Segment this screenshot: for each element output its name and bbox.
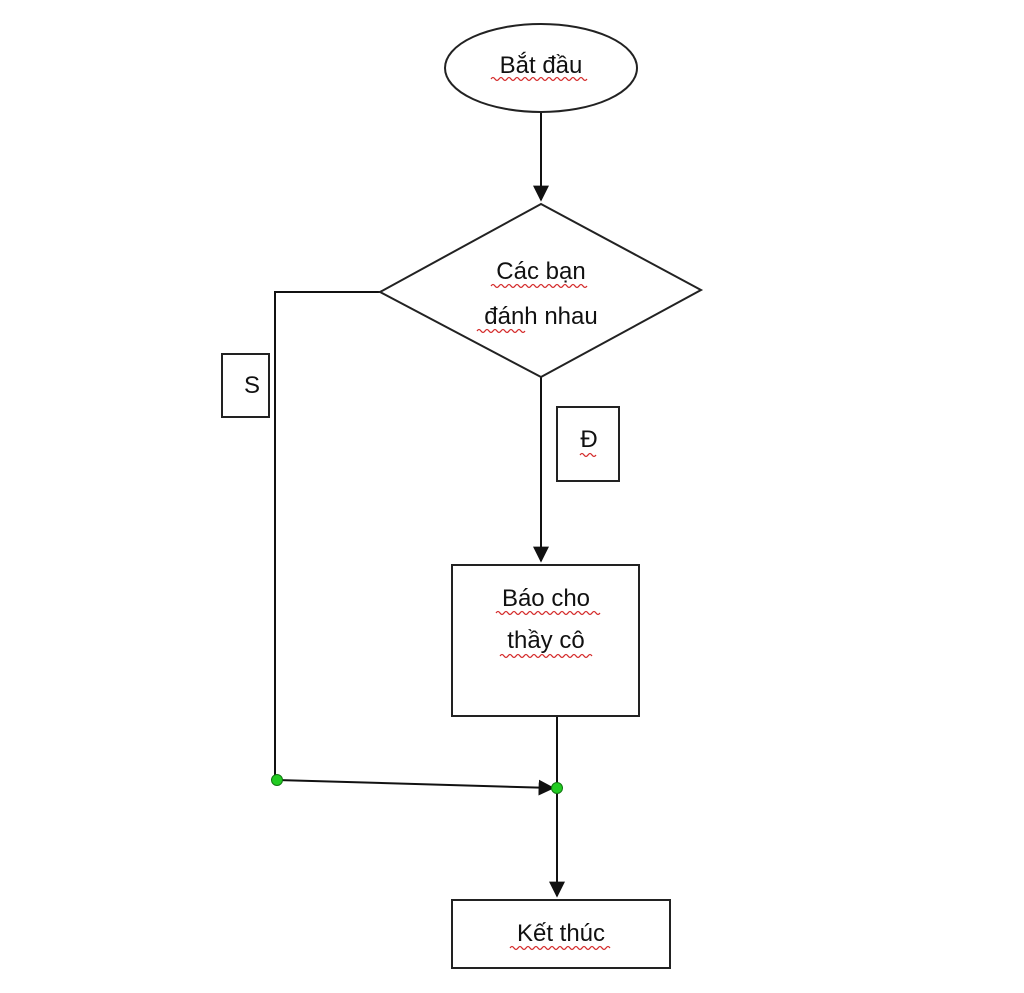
junction-point-left[interactable] <box>271 774 283 786</box>
spellcheck-underline <box>499 653 593 659</box>
end-node <box>451 899 671 969</box>
no-branch-label: S <box>244 372 260 399</box>
yes-branch-label-box <box>556 406 620 482</box>
spellcheck-underline <box>509 945 611 951</box>
process-label-line2: thầy cô <box>507 627 584 654</box>
no-branch-line <box>274 291 380 780</box>
spellcheck-underline <box>579 452 597 458</box>
decision-label-line1: Các bạn <box>496 258 585 285</box>
arrow-no-branch-to-merge <box>276 779 555 796</box>
spellcheck-underline <box>495 610 601 616</box>
decision-node <box>377 202 704 379</box>
yes-branch-label: Đ <box>580 426 597 453</box>
spellcheck-underline <box>490 283 588 289</box>
process-node <box>451 564 640 717</box>
start-node <box>444 23 638 113</box>
spellcheck-underline <box>476 328 526 334</box>
end-label: Kết thúc <box>517 920 605 947</box>
process-label-line1: Báo cho <box>502 585 590 612</box>
junction-point-merge[interactable] <box>551 782 563 794</box>
no-branch-label-box <box>221 353 270 418</box>
start-label: Bắt đầu <box>500 52 583 79</box>
decision-label-line2: đánh nhau <box>484 303 597 330</box>
spellcheck-underline <box>490 76 588 82</box>
